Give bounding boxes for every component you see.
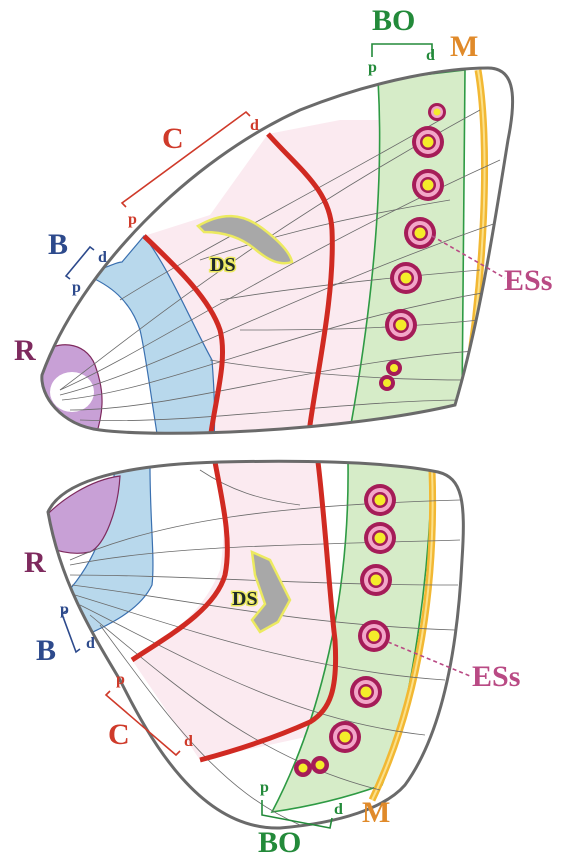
fw-b-bracket	[66, 247, 94, 279]
hw-label-c: C	[108, 718, 130, 751]
hw-label-c-d: d	[184, 733, 193, 750]
hw-label-bo-p: p	[260, 779, 269, 796]
hw-label-b-p: p	[60, 601, 69, 618]
hw-label-b-d: d	[86, 635, 95, 652]
hw-label-bo: BO	[258, 826, 301, 856]
fw-label-b-p: p	[72, 279, 81, 296]
hw-label-ds: DS	[232, 588, 258, 610]
hw-label-bo-d: d	[334, 801, 343, 818]
fw-label-r: R	[14, 334, 36, 367]
hw-label-b: B	[36, 634, 56, 667]
fw-label-ds: DS	[210, 254, 236, 276]
fw-label-m: M	[450, 30, 478, 63]
fw-label-b: B	[48, 228, 68, 261]
fw-bo-bracket	[372, 44, 432, 57]
fw-label-c: C	[162, 122, 184, 155]
hw-label-c-p: p	[116, 671, 125, 688]
fw-label-bo: BO	[372, 4, 415, 37]
fw-label-c-p: p	[128, 211, 137, 228]
fw-label-c-d: d	[250, 117, 259, 134]
fw-label-bo-p: p	[368, 59, 377, 76]
fw-label-b-d: d	[98, 249, 107, 266]
hw-label-m: M	[362, 796, 390, 829]
fw-label-ess: ESs	[504, 264, 552, 297]
fw-label-bo-d: d	[426, 47, 435, 64]
hw-label-r: R	[24, 546, 46, 579]
forewing	[0, 40, 568, 460]
hw-label-ess: ESs	[472, 660, 520, 693]
